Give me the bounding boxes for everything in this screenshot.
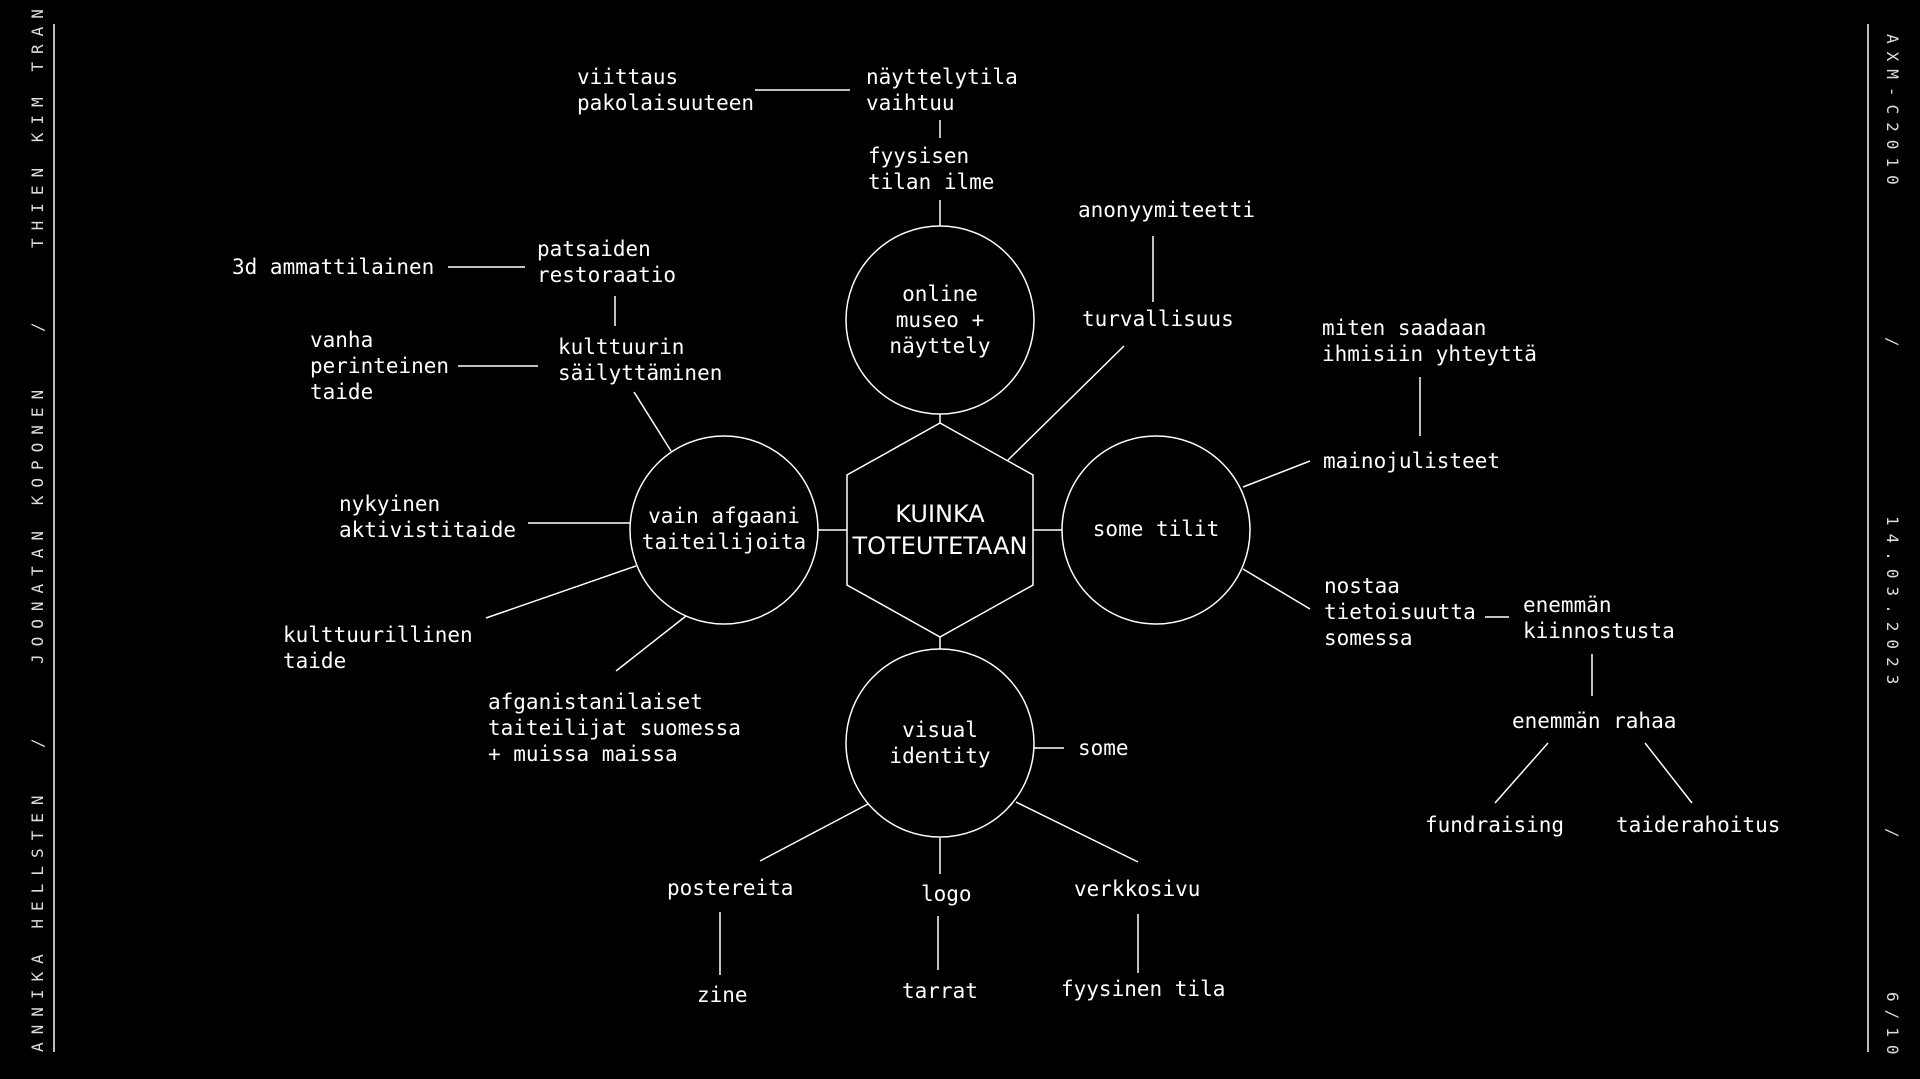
side-right-separator-1: / xyxy=(1883,337,1902,355)
node-miten: miten saadaan ihmisiin yhteyttä xyxy=(1322,316,1537,366)
left-frame-line xyxy=(53,24,55,1052)
node-fyysinen-tila: fyysinen tila xyxy=(1061,977,1226,1001)
side-right-separator-2: / xyxy=(1883,828,1902,846)
node-postereita: postereita xyxy=(667,876,794,900)
node-kiinnostusta: enemmän kiinnostusta xyxy=(1523,593,1675,643)
node-viittaus: viittaus pakolaisuuteen xyxy=(577,65,755,115)
node-afganistanilaiset: afganistanilaiset taiteilijat suomessa +… xyxy=(488,690,741,766)
node-patsaiden: patsaiden restoraatio xyxy=(537,237,677,287)
node-fundraising: fundraising xyxy=(1425,813,1565,837)
node-turvallisuus: turvallisuus xyxy=(1082,307,1234,331)
hub-some-label: some tilit xyxy=(1092,517,1220,541)
side-author-hellsten: ANNIKA HELLSTEN xyxy=(28,787,47,1053)
node-fyysisen: fyysisen tilan ilme xyxy=(868,144,995,194)
node-anonyymiteetti: anonyymiteetti xyxy=(1078,198,1256,222)
node-kulttuurin: kulttuurin säilyttäminen xyxy=(558,335,723,385)
hub-online-label: online museo + näyttely xyxy=(889,282,991,358)
side-left-separator-2: / xyxy=(28,314,47,332)
node-zine: zine xyxy=(697,983,748,1007)
node-rahaa: enemmän rahaa xyxy=(1512,709,1677,733)
node-kulttuurillinen: kulttuurillinen taide xyxy=(283,623,473,673)
side-page-number: 6/10 xyxy=(1883,992,1902,1063)
node-nayttelytila: näyttelytila vaihtuu xyxy=(866,65,1018,115)
node-nostaa: nostaa tietoisuutta somessa xyxy=(1324,574,1476,650)
side-date: 14.03.2023 xyxy=(1883,516,1902,693)
hub-visual-label: visual identity xyxy=(889,718,991,768)
node-3d-ammattilainen: 3d ammattilainen xyxy=(232,255,435,279)
side-author-tran: THIEN KIM TRAN xyxy=(28,1,47,248)
node-mainojulisteet: mainojulisteet xyxy=(1323,449,1501,473)
node-nykyinen: nykyinen aktivistitaide xyxy=(339,492,517,542)
node-taiderahoitus: taiderahoitus xyxy=(1616,813,1781,837)
hub-afgaani-label: vain afgaani taiteilijoita xyxy=(641,504,807,554)
center-title: KUINKA TOTEUTETAAN xyxy=(852,500,1028,560)
node-some: some xyxy=(1078,736,1129,760)
right-frame-line xyxy=(1867,24,1869,1052)
node-tarrat: tarrat xyxy=(902,979,978,1003)
node-logo: logo xyxy=(921,882,972,906)
side-course-code: AXM-C2010 xyxy=(1883,34,1902,193)
side-author-koponen: JOONATAN KOPONEN xyxy=(28,381,47,664)
side-left-separator-1: / xyxy=(28,730,47,748)
node-verkkosivu: verkkosivu xyxy=(1074,877,1201,901)
node-vanha: vanha perinteinen taide xyxy=(310,328,450,404)
